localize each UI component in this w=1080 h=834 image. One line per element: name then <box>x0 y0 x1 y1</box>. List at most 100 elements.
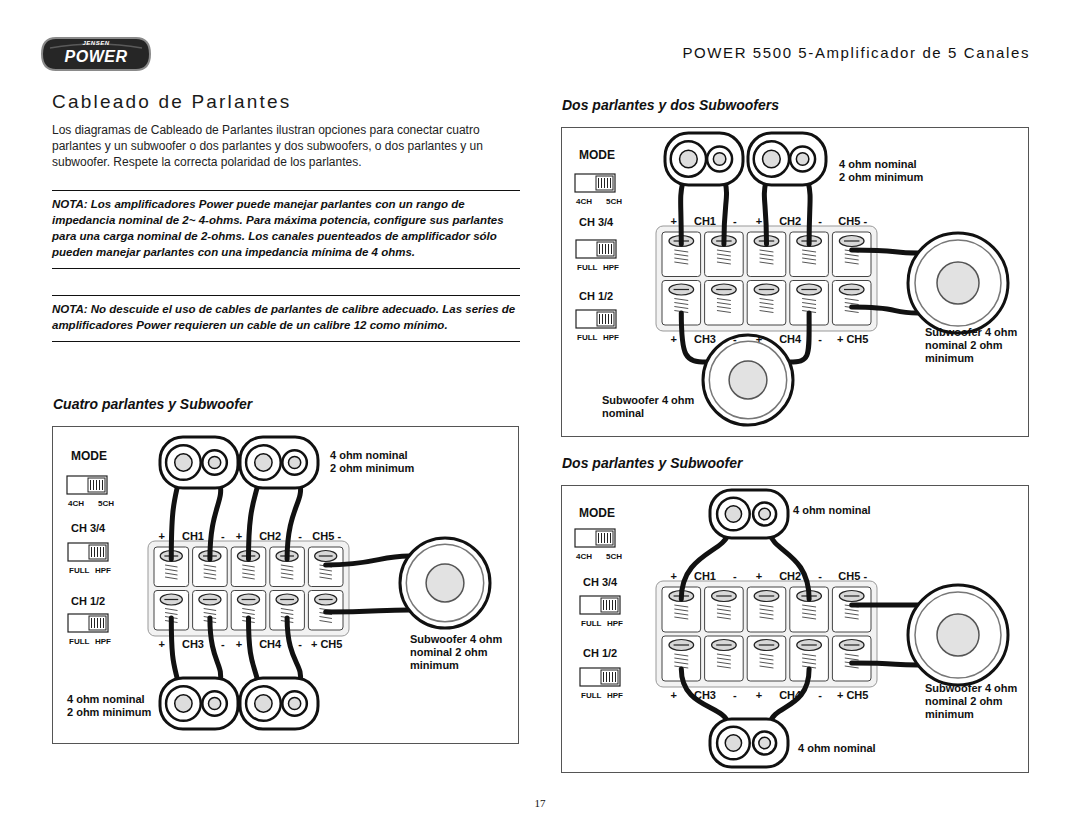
knob-grip <box>91 547 92 557</box>
screw-thread <box>717 613 731 615</box>
switch-position: 4CH <box>576 197 592 206</box>
knob-grip <box>599 244 600 254</box>
diagram-panel: Cuatro parlantes y SubwooferMODE4CH5CHCH… <box>52 426 519 744</box>
terminal-block <box>656 581 877 687</box>
screw-thread <box>845 303 859 305</box>
screw-slot <box>759 644 774 645</box>
screw-slot <box>801 289 816 290</box>
speaker-dome <box>763 150 781 168</box>
switch-label: CH 3/4 <box>579 216 613 228</box>
knob-grip <box>605 314 606 324</box>
channel-label: CH5 - <box>312 530 341 542</box>
terminal-screw <box>315 594 337 605</box>
speaker-wire <box>249 618 259 682</box>
screw-thread <box>802 303 816 305</box>
intro-text: Los diagramas de Cableado de Parlantes i… <box>52 122 500 170</box>
screw-thread <box>165 573 177 575</box>
speaker-dome <box>759 508 771 520</box>
knob-grip <box>603 672 604 682</box>
speaker-dome <box>725 735 741 751</box>
speaker-cone <box>671 141 706 176</box>
screw-thread <box>845 654 859 656</box>
screw-thread <box>204 569 216 571</box>
screw-thread <box>281 613 293 615</box>
speaker-wire <box>808 181 810 244</box>
knob-grip <box>100 547 101 557</box>
screw-slot <box>716 595 731 596</box>
slide-switch <box>576 240 616 258</box>
screw-thread <box>760 658 774 660</box>
terminal-screw <box>839 284 864 295</box>
screw-thread <box>845 658 859 660</box>
screw-slot <box>844 240 859 241</box>
screw-thread <box>760 662 774 664</box>
speaker-cone <box>707 147 732 172</box>
speaker-cone <box>753 502 776 525</box>
notes-column: NOTA: Los amplificadores Power puede man… <box>52 190 520 342</box>
knob-grip <box>611 314 612 324</box>
speaker-wire <box>326 610 409 612</box>
speaker-wire <box>171 484 178 559</box>
switch-position: HPF <box>95 566 111 575</box>
speaker-dome <box>713 153 725 165</box>
screw-thread <box>760 617 774 619</box>
screw-thread <box>319 621 331 623</box>
screw-slot <box>674 644 689 645</box>
switch-label: CH 3/4 <box>71 522 105 534</box>
subwoofer-frame <box>400 538 490 628</box>
switch-label: MODE <box>579 506 615 520</box>
knob-grip <box>103 618 104 628</box>
speaker-wire <box>210 618 221 682</box>
slide-switch <box>68 543 108 561</box>
screw-thread <box>717 654 731 656</box>
screw-thread <box>674 307 688 309</box>
screw-thread <box>802 254 816 256</box>
terminal-screw <box>315 551 337 562</box>
screw-thread <box>717 303 731 305</box>
screw-thread <box>845 254 859 256</box>
page-header: POWER 5500 5-Amplificador de 5 Canales <box>682 44 1030 61</box>
screw-thread <box>281 573 293 575</box>
speaker-wire <box>770 534 809 599</box>
terminal-cell <box>832 281 871 326</box>
knob-grip <box>604 178 605 188</box>
screw-thread <box>242 577 254 579</box>
screw-thread <box>281 565 293 567</box>
screw-thread <box>319 569 331 571</box>
subwoofer-cone <box>426 564 464 602</box>
screw-thread <box>802 258 816 260</box>
speaker-frame <box>240 437 318 488</box>
subwoofer-frame <box>908 233 1008 333</box>
speaker-dome <box>175 695 192 712</box>
terminal-screw <box>712 591 737 602</box>
switch-position: 5CH <box>606 552 622 561</box>
speaker-dome <box>208 697 220 709</box>
knob-grip <box>609 672 610 682</box>
screw-thread <box>845 666 859 668</box>
slide-switch <box>575 529 615 547</box>
screw-thread <box>674 299 688 301</box>
screw-thread <box>802 654 816 656</box>
knob-grip <box>609 600 610 610</box>
speaker-wire <box>287 618 301 682</box>
terminal-screw <box>276 594 298 605</box>
screw-thread <box>319 573 331 575</box>
panel-heading: Cuatro parlantes y Subwoofer <box>53 396 252 412</box>
switch-knob <box>596 531 613 545</box>
screw-thread <box>760 307 774 309</box>
knob-grip <box>96 480 97 490</box>
terminal-cell <box>832 636 871 681</box>
channel-label: + CH1 - <box>670 570 736 582</box>
note-text: NOTA: No descuide el uso de cables de pa… <box>52 295 520 342</box>
subwoofer-surround <box>406 544 483 621</box>
speaker-wire <box>171 618 178 682</box>
terminal-screw <box>839 236 864 247</box>
panel-heading: Dos parlantes y dos Subwoofers <box>562 97 779 113</box>
speaker-frame <box>665 133 743 185</box>
terminal-cell <box>747 281 786 326</box>
screw-thread <box>717 299 731 301</box>
knob-grip <box>603 600 604 610</box>
screw-thread <box>802 605 816 607</box>
screw-thread <box>717 658 731 660</box>
terminal-cell <box>705 281 744 326</box>
